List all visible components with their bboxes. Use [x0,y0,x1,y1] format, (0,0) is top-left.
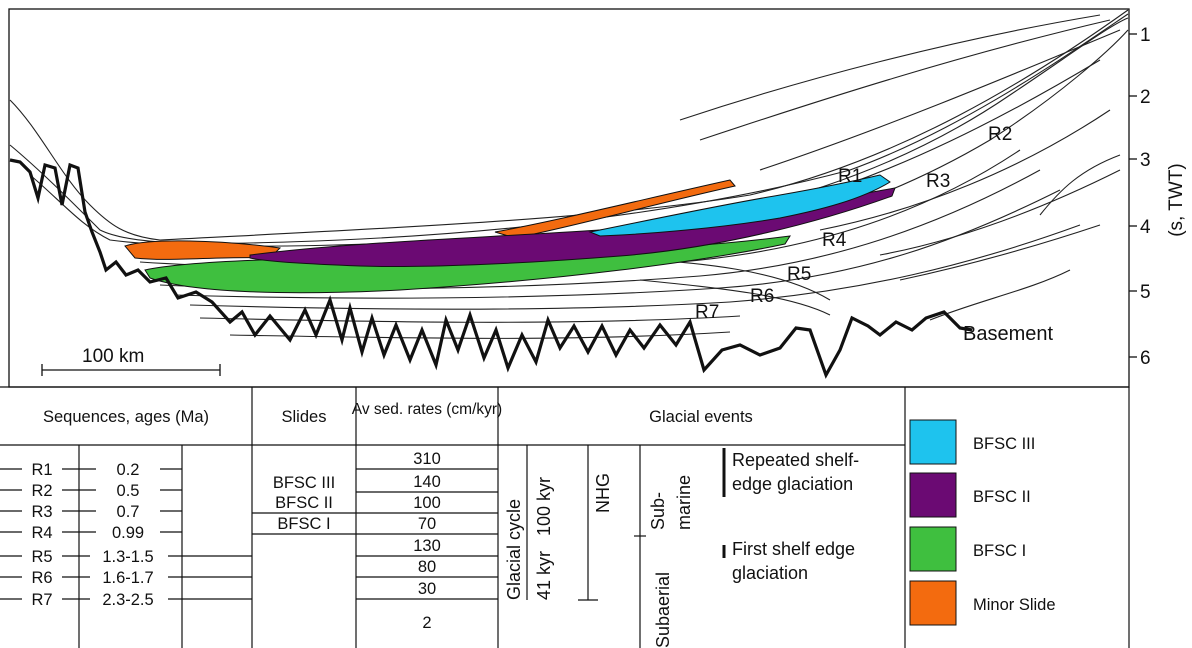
twt-tick-5: 5 [1140,282,1151,303]
rates-column: 310 140 100 70 130 80 30 2 [413,450,441,632]
seq-name-r5: R5 [31,548,52,566]
reflector-label-r6: R6 [750,286,774,307]
repeated-glaciation-line-2: edge glaciation [732,474,853,494]
rate-5: 130 [413,537,441,555]
unit-minor-slide-right [494,179,736,239]
twt-tick-4: 4 [1140,217,1151,238]
legend-swatch-minor-slide [909,580,957,626]
basement-label: Basement [963,323,1053,345]
seq-age-r6: 1.6-1.7 [102,569,153,587]
legend-label-bfsc-i: BFSC I [973,542,1026,560]
rate-2: 140 [413,473,441,491]
twt-tick-2: 2 [1140,87,1151,108]
kyr100-label: 100 kyr [534,477,554,536]
unit-bfsc-iii [588,174,891,237]
kyr41-label: 41 kyr [534,551,554,600]
legend-swatch-bfsc-ii [909,472,957,518]
rate-4: 70 [418,515,436,533]
legend-label-bfsc-iii: BFSC III [973,435,1035,453]
reflector-label-r2: R2 [988,124,1012,145]
seismic-section-panel: R1 R2 R3 R4 R5 R6 R7 Basement 100 km 1 2 [8,8,1187,388]
legend: BFSC III BFSC II BFSC I Minor Slide [909,419,1056,626]
sequence-rows: R1 0.2 R2 0.5 R3 0.7 R4 0.99 R5 1.3-1.5 … [31,461,153,609]
scale-bar-label: 100 km [82,346,144,367]
legend-swatch-bfsc-i [909,526,957,572]
twt-tick-3: 3 [1140,150,1151,171]
seismic-reflector-lines [9,9,1129,339]
seq-name-r6: R6 [31,569,52,587]
repeated-glaciation-line-1: Repeated shelf- [732,450,859,470]
rate-8: 2 [422,614,431,632]
reflector-label-r4: R4 [822,230,847,251]
legend-swatch-bfsc-iii [909,419,957,465]
rate-1: 310 [413,450,441,468]
seq-name-r1: R1 [31,461,52,479]
glacial-events-column: Glacial cycle 41 kyr 100 kyr NHG Sub- ma… [504,450,859,648]
twt-axis: 1 2 3 4 5 6 (s, TWT) [1129,25,1187,369]
nhg-label: NHG [593,473,613,513]
reflector-labels: R1 R2 R3 R4 R5 R6 R7 [695,124,1012,323]
header-slides: Slides [282,408,327,426]
reflector-label-r7: R7 [695,302,719,323]
twt-axis-label: (s, TWT) [1166,163,1187,237]
seq-age-r4: 0.99 [112,524,144,542]
reflector-label-r3: R3 [926,171,950,192]
rate-6: 80 [418,558,436,576]
reflector-label-r5: R5 [787,264,811,285]
legend-label-minor-slide: Minor Slide [973,596,1056,614]
first-glaciation-line-1: First shelf edge [732,539,855,559]
seq-age-r2: 0.5 [117,482,140,500]
seq-age-r3: 0.7 [117,503,140,521]
reflector-label-r1: R1 [838,166,862,187]
twt-tick-1: 1 [1140,25,1151,46]
sediment-units [124,174,896,294]
slide-bfsc-ii: BFSC II [275,494,333,512]
slide-bfsc-iii: BFSC III [273,474,335,492]
header-rates: Av sed. rates (cm/kyr) [352,401,502,418]
subaerial-label: Subaerial [653,572,673,648]
table-headers: Sequences, ages (Ma) Slides Av sed. rate… [43,401,753,426]
first-glaciation-line-2: glaciation [732,563,808,583]
submarine-label-1: Sub- [648,492,668,530]
rate-3: 100 [413,494,441,512]
section-frame [8,8,1130,388]
seq-name-r4: R4 [31,524,52,542]
scale-bar: 100 km [41,346,221,376]
slide-bfsc-i: BFSC I [277,515,330,533]
submarine-label-2: marine [674,475,694,530]
header-glacial: Glacial events [649,408,753,426]
seq-name-r7: R7 [31,591,52,609]
glacial-cycle-label: Glacial cycle [504,499,524,600]
sequence-ticks [0,468,252,600]
basement-surface [9,158,973,379]
seq-name-r2: R2 [31,482,52,500]
slides-column: BFSC III BFSC II BFSC I [273,474,335,533]
legend-label-bfsc-ii: BFSC II [973,488,1031,506]
seq-name-r3: R3 [31,503,52,521]
unit-bfsc-ii [249,187,896,268]
summary-table [0,386,1130,648]
rate-7: 30 [418,580,436,598]
seq-age-r7: 2.3-2.5 [102,591,153,609]
seq-age-r5: 1.3-1.5 [102,548,153,566]
twt-tick-6: 6 [1140,348,1151,369]
header-sequences: Sequences, ages (Ma) [43,408,209,426]
seq-age-r1: 0.2 [117,461,140,479]
